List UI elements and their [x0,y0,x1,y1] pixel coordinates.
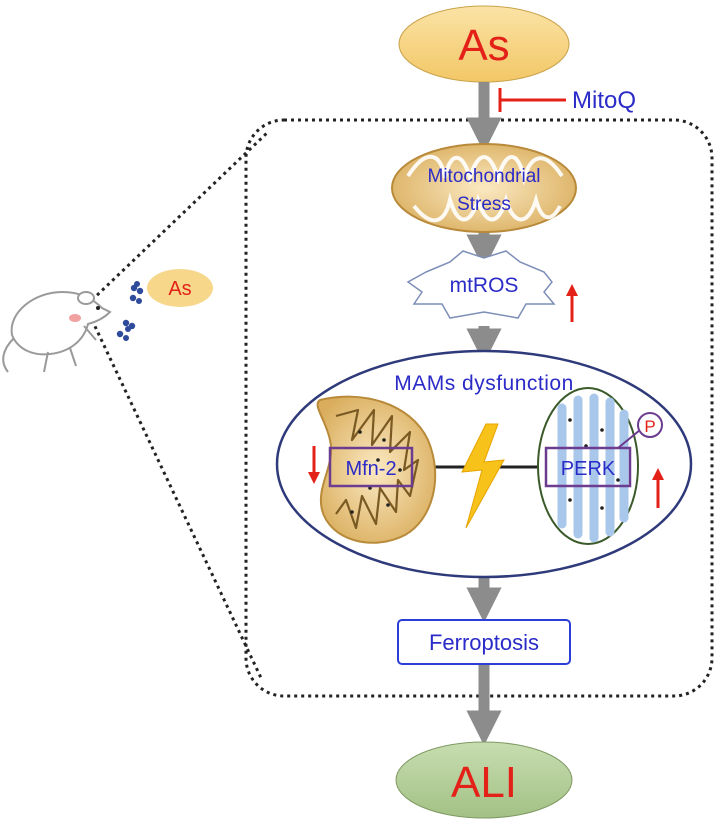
ali-node [395,741,573,819]
as-small-label: As [168,278,191,300]
mitochondrion-mfn2-icon [316,395,437,544]
perk-box [544,446,632,488]
as-label: As [458,21,509,70]
zoom-line-top [90,130,270,302]
lightning-bolt-icon [461,423,505,529]
zoom-line-bottom [90,319,264,681]
perk-label: PERK [561,458,616,480]
ferroptosis-node [397,619,571,665]
arsenic-particles-icon [116,281,144,341]
ali-label: ALI [451,758,517,807]
mito-stress-label-line1: Mitochondrial [428,166,541,187]
mouse-icon [2,290,112,373]
mams-label: MAMs dysfunction [394,372,574,395]
mito-stress-label-line2: Stress [457,194,511,215]
mitochondrion-icon [391,143,577,233]
mfn2-label: Mfn-2 [345,458,396,480]
phospho-link [617,429,641,449]
mfn2-box [328,446,414,488]
ferroptosis-label: Ferroptosis [429,630,539,655]
as-small-node [147,269,213,307]
phospho-label: P [644,417,655,436]
mtros-node [406,250,556,319]
mitoq-label: MitoQ [572,87,636,114]
mtros-label: mtROS [450,274,519,297]
phospho-badge [637,412,663,438]
endoplasmic-reticulum-icon [537,387,639,545]
